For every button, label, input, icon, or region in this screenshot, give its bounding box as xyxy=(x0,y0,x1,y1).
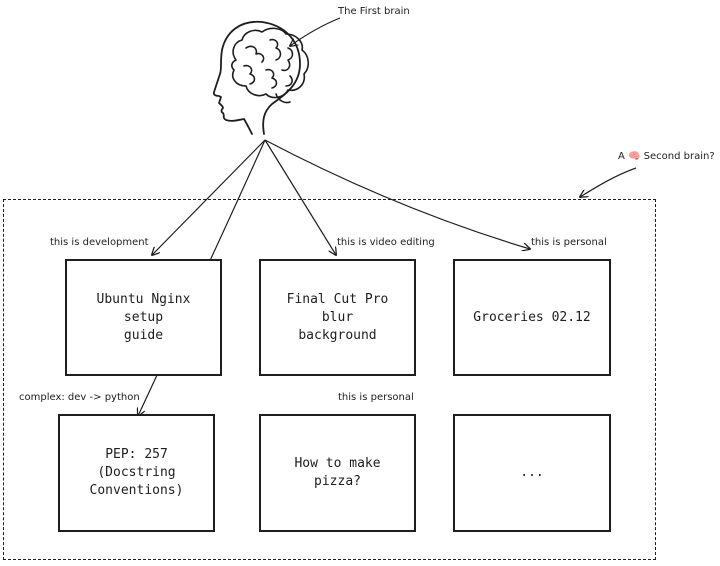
first-brain-arrow xyxy=(290,17,341,46)
card-text: Final Cut Pro blur background xyxy=(286,291,389,343)
arrow-to-groceries xyxy=(264,139,530,249)
tag-personal-pizza: this is personal xyxy=(338,392,414,403)
card-text: Ubuntu Nginx setup guide xyxy=(96,291,191,343)
arrow-to-ubuntu xyxy=(152,139,266,255)
card-pep-257: PEP: 257 (Docstring Conventions) xyxy=(58,414,215,532)
card-text: Groceries 02.12 xyxy=(473,309,591,325)
tag-personal-groceries: this is personal xyxy=(531,237,607,248)
second-brain-container xyxy=(3,199,656,560)
second-brain-arrow xyxy=(580,167,637,197)
tag-development: this is development xyxy=(50,237,149,248)
tag-video-editing: this is video editing xyxy=(337,237,435,248)
arrow-to-finalcut xyxy=(264,139,336,255)
card-final-cut-pro: Final Cut Pro blur background xyxy=(259,259,416,376)
card-ubuntu-nginx: Ubuntu Nginx setup guide xyxy=(65,259,222,376)
card-text: How to make pizza? xyxy=(294,456,381,489)
card-text: ... xyxy=(520,465,544,480)
card-text: PEP: 257 (Docstring Conventions) xyxy=(89,447,184,498)
card-ellipsis: ... xyxy=(453,414,611,532)
card-groceries: Groceries 02.12 xyxy=(453,259,611,376)
first-brain-label: The First brain xyxy=(338,6,410,17)
card-pizza: How to make pizza? xyxy=(259,414,416,532)
tag-complex-dev-python: complex: dev -> python xyxy=(19,392,140,403)
head-icon xyxy=(212,20,301,135)
second-brain-label: A 🧠 Second brain? xyxy=(618,151,715,162)
brain-icon xyxy=(231,27,310,104)
